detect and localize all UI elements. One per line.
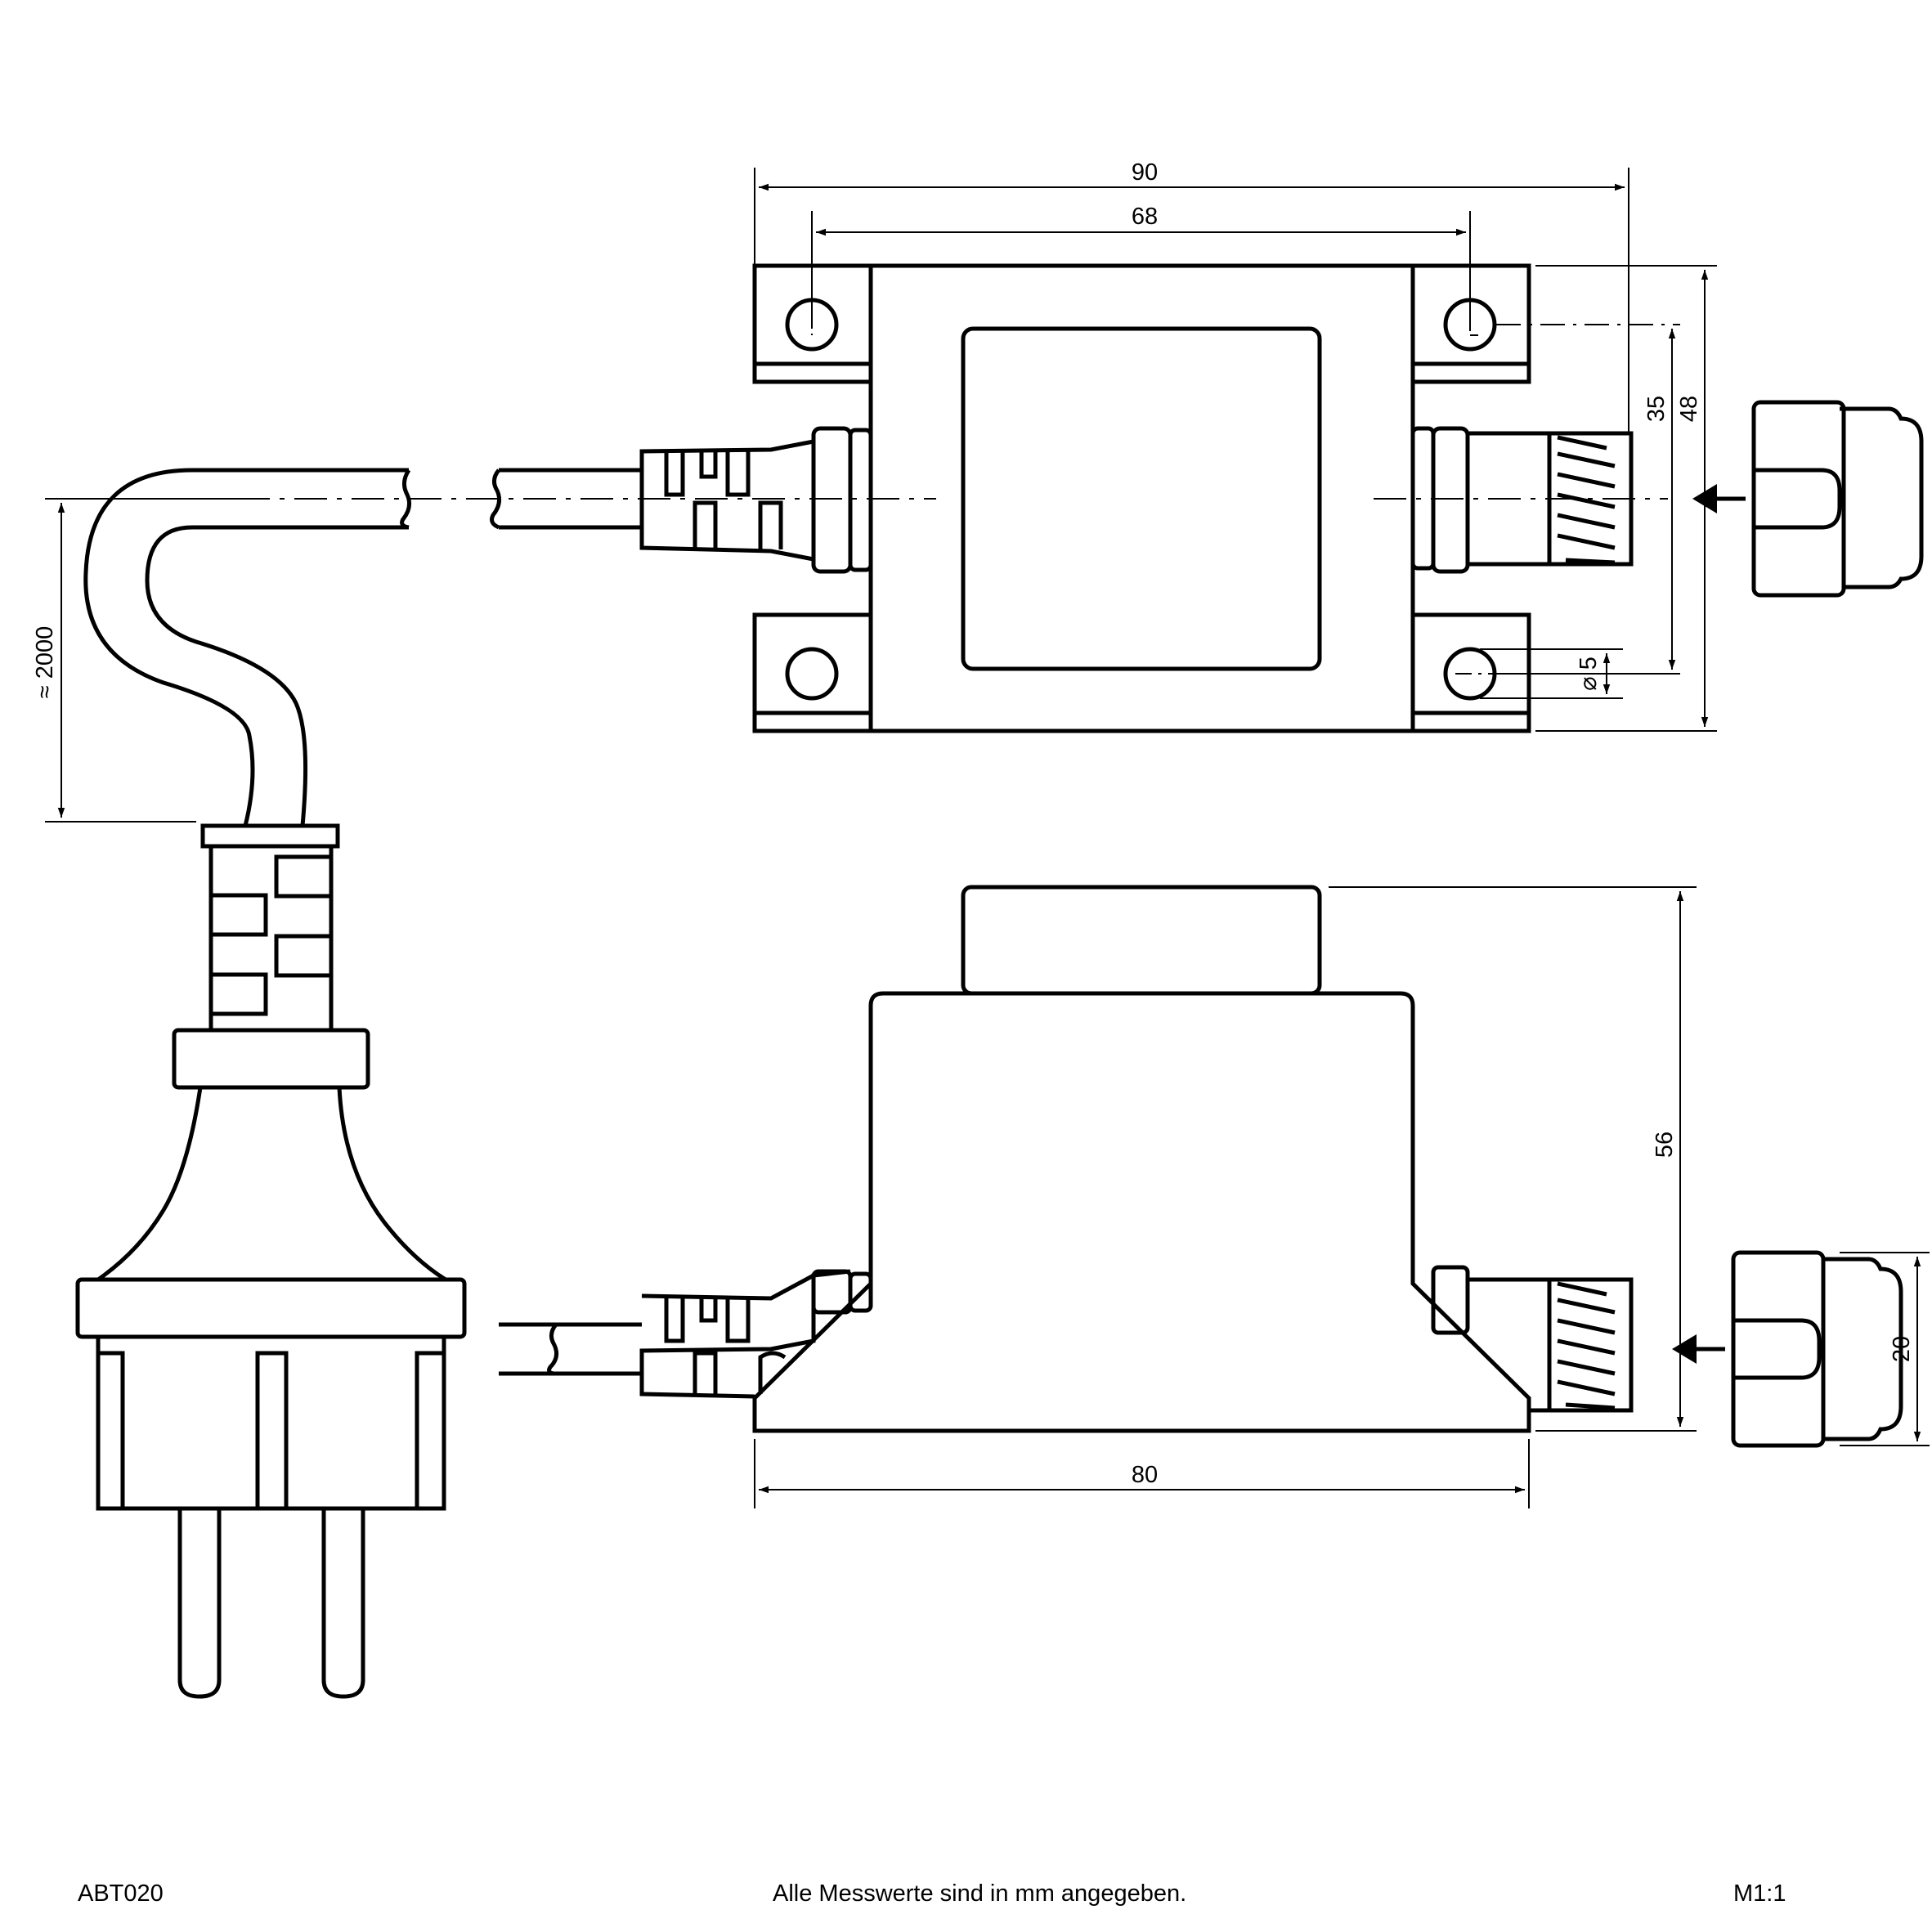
plug-collar bbox=[172, 1028, 370, 1090]
connector-right-top bbox=[1410, 426, 1634, 574]
cable-length-dimension bbox=[45, 498, 237, 823]
dim-hole-spacing: 68 bbox=[1132, 204, 1158, 230]
cable-top-view bbox=[490, 468, 642, 530]
housing-top-body bbox=[868, 263, 1415, 733]
mains-plug bbox=[75, 468, 467, 1699]
top-view bbox=[490, 263, 1924, 733]
side-view bbox=[499, 885, 1903, 1448]
cable-curve bbox=[83, 468, 409, 827]
scale-label: M1:1 bbox=[1733, 1880, 1786, 1907]
cable-gland-left-side bbox=[499, 1269, 873, 1399]
plug-pin-left bbox=[177, 1508, 222, 1699]
measurement-note: Alle Messwerte sind in mm angegeben. bbox=[773, 1880, 1187, 1907]
plug-face bbox=[96, 1334, 446, 1511]
mounting-lug-bottom-left bbox=[752, 612, 873, 733]
plug-pin-right bbox=[321, 1508, 365, 1699]
housing-side-body bbox=[752, 991, 1531, 1433]
dim-cap-height: 20 bbox=[1889, 1336, 1915, 1362]
dim-height-total: 48 bbox=[1676, 396, 1702, 422]
plug-base-ring bbox=[75, 1277, 467, 1339]
dim-cable-length: ≈ 2000 bbox=[32, 626, 58, 699]
assembly-arrows bbox=[1672, 484, 1746, 1364]
dim-base-width: 80 bbox=[1132, 1462, 1158, 1488]
side-view-dimensions bbox=[754, 886, 1930, 1508]
article-number: ABT020 bbox=[78, 1880, 164, 1907]
dim-side-height: 56 bbox=[1652, 1132, 1678, 1158]
plug-body bbox=[96, 1087, 447, 1282]
mounting-hole bbox=[785, 647, 839, 701]
dim-height-mount: 35 bbox=[1643, 396, 1670, 422]
strain-relief-collar bbox=[200, 823, 340, 849]
cable-gland-left-top bbox=[639, 426, 873, 574]
connector-cap-side bbox=[1731, 1250, 1903, 1448]
connector-right-side bbox=[1431, 1265, 1634, 1413]
housing-side-lid bbox=[961, 885, 1322, 996]
top-view-dimensions bbox=[237, 168, 1717, 732]
dim-hole-diameter: ⌀ 5 bbox=[1576, 657, 1602, 691]
housing-top-lid bbox=[961, 326, 1322, 671]
connector-cap-top bbox=[1751, 400, 1924, 598]
dim-width-total: 90 bbox=[1132, 159, 1158, 186]
